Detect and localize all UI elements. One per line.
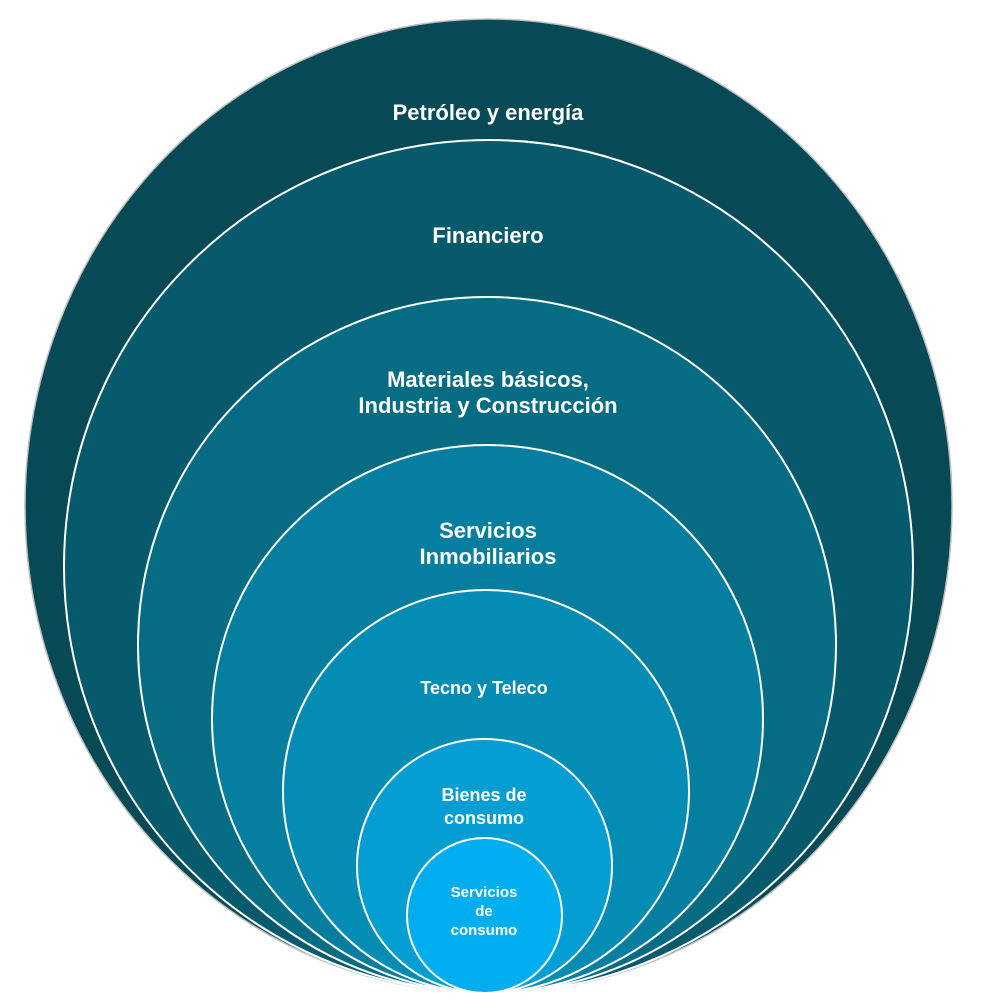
label-bienes-consumo: Bienes de consumo [441, 785, 527, 828]
label-servicios-consumo: Servicios de consumo [450, 884, 518, 939]
label-financiero: Financiero [432, 223, 544, 248]
label-servicios-inmobiliarios: Servicios Inmobiliarios [419, 518, 557, 569]
label-tecno-teleco: Tecno y Teleco [420, 678, 548, 698]
ring-servicios-consumo [406, 837, 563, 994]
label-petroleo-energia: Petróleo y energía [392, 100, 584, 125]
label-materiales-industria-construccion: Materiales básicos, Industria y Construc… [358, 367, 618, 418]
